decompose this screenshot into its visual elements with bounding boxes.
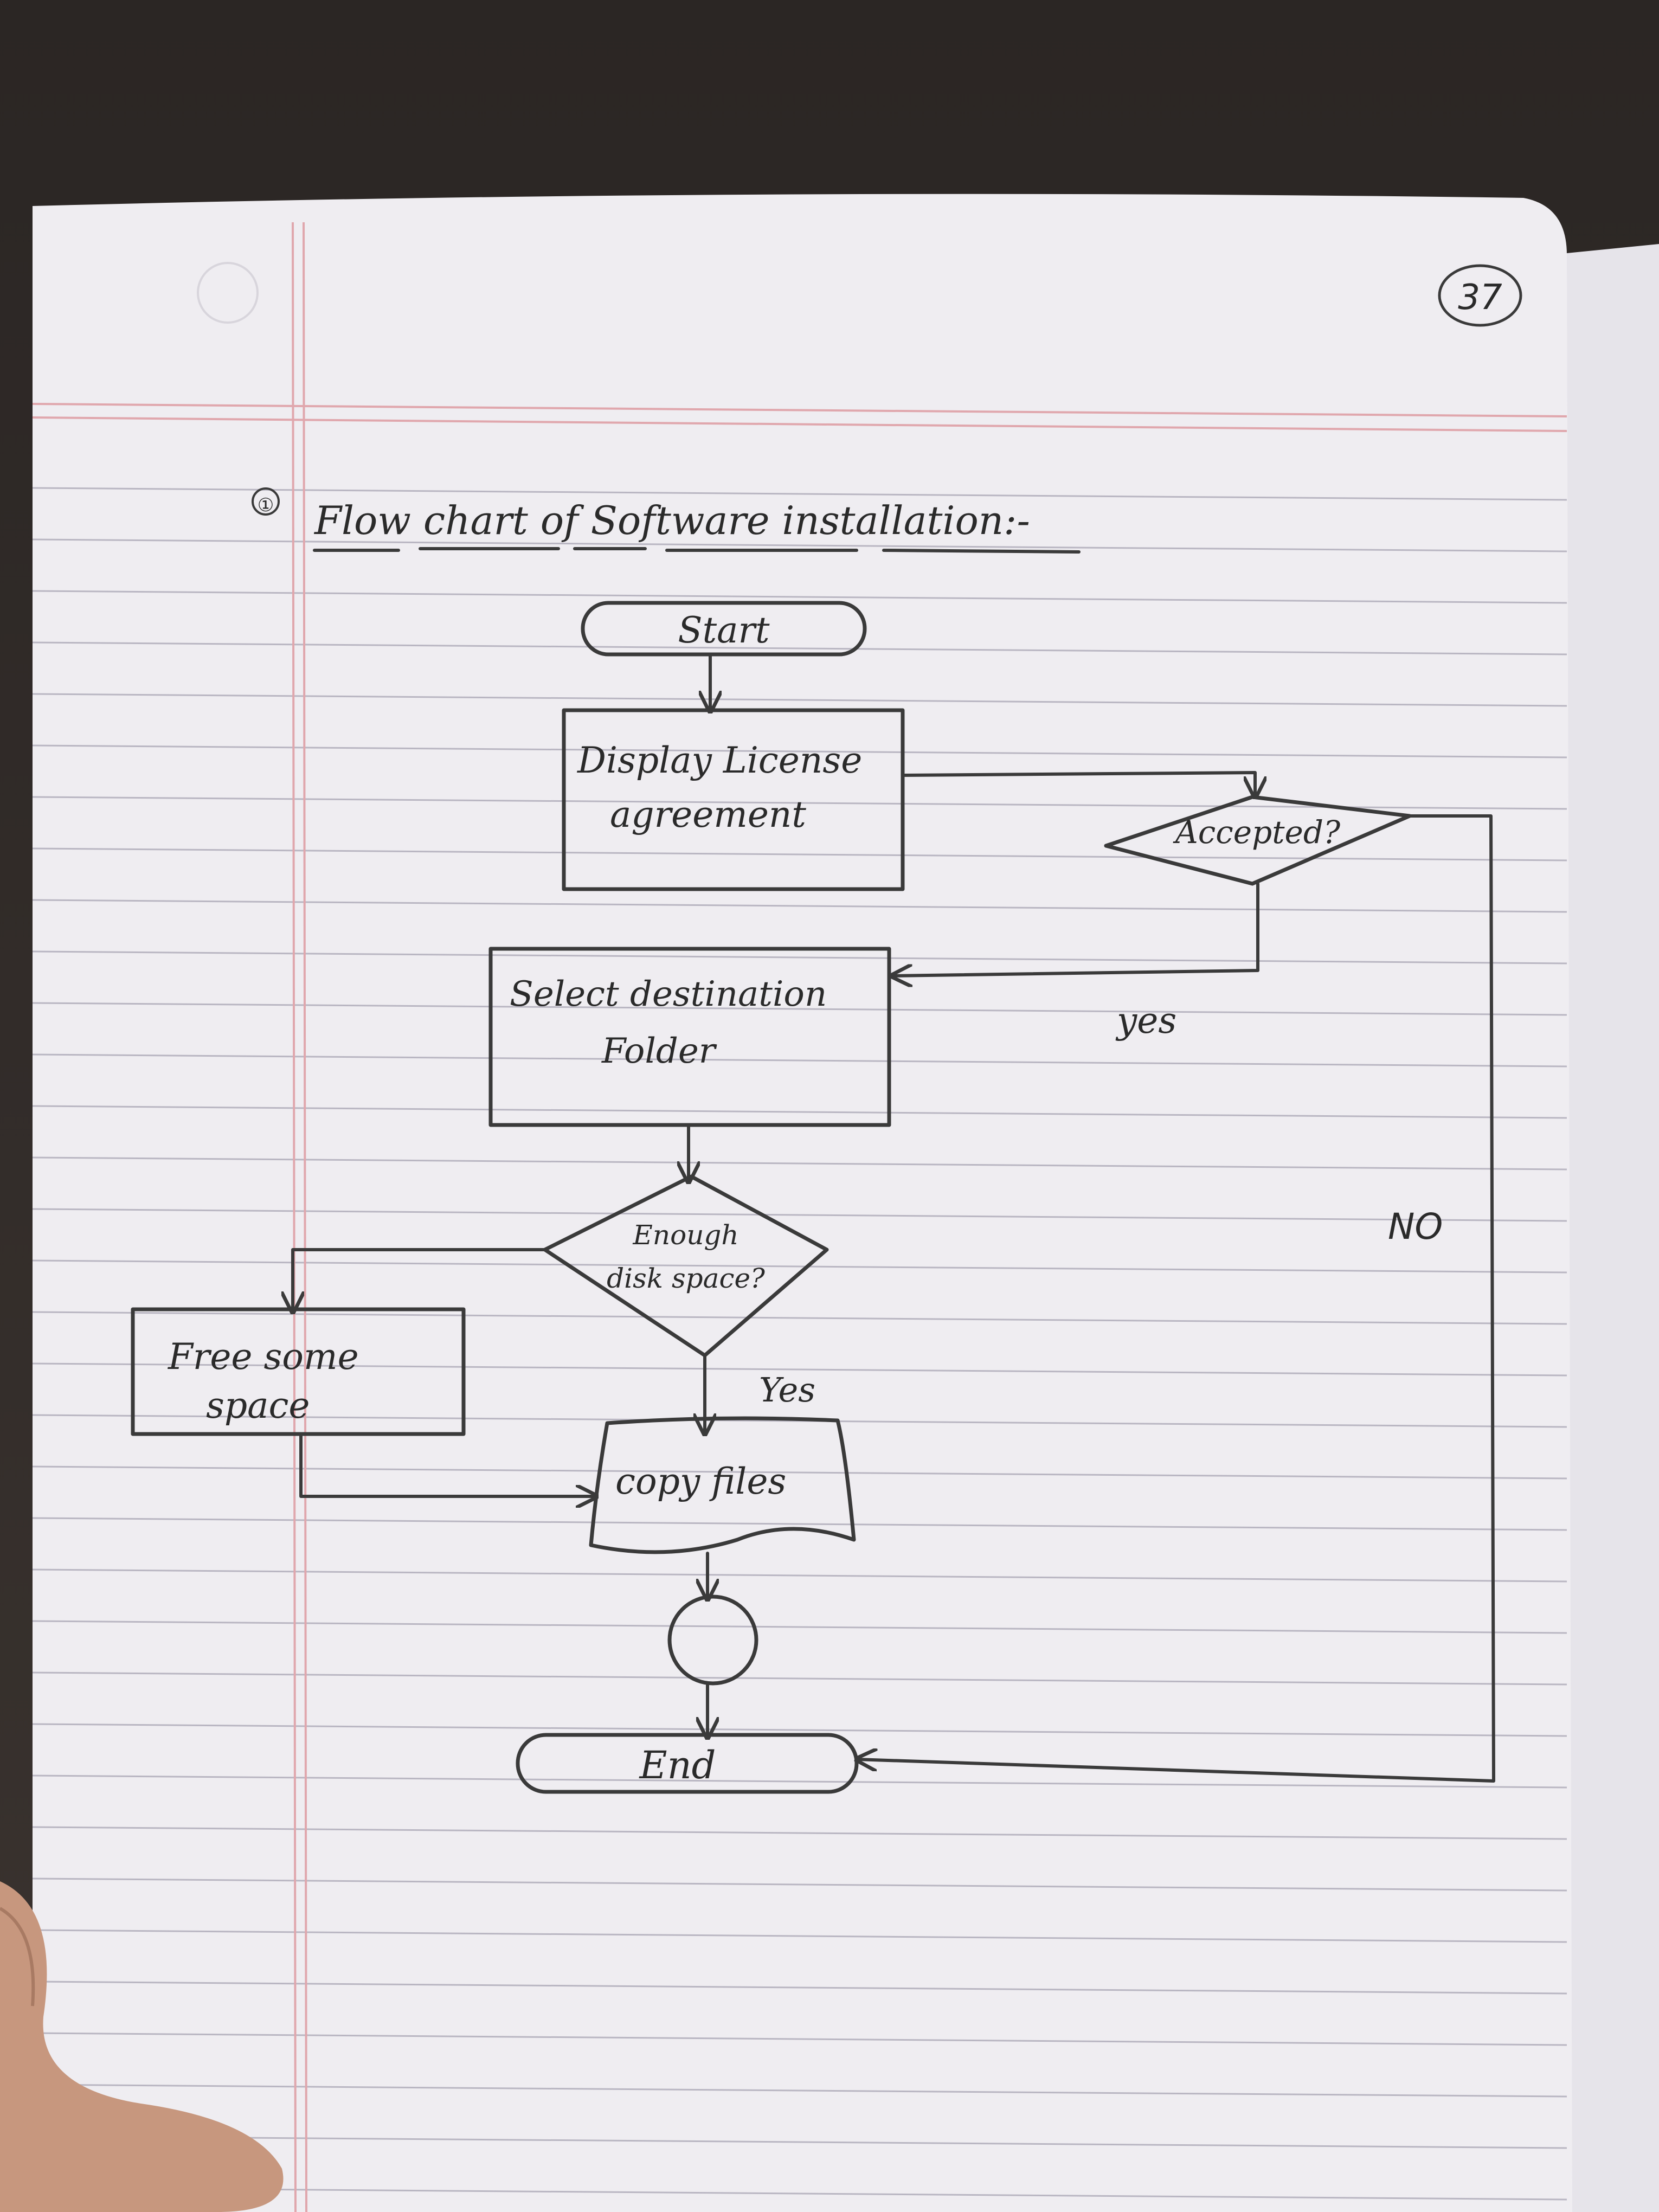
ruled-line [32, 641, 1567, 655]
select-folder-label-line2: Folder [601, 1031, 717, 1071]
heading-index-circle [252, 487, 280, 516]
arrow-accepted-no [857, 814, 1495, 1783]
notebook-page [33, 194, 1572, 2212]
ruled-line [32, 1002, 1567, 1016]
ruled-line [32, 1671, 1567, 1686]
arrow-free-to-copy [299, 1432, 596, 1496]
ruled-line [32, 1877, 1567, 1892]
select-folder-label-line1: Select destination [510, 974, 827, 1014]
connector-circle [667, 1594, 758, 1686]
ruled-line [32, 1723, 1567, 1737]
edge-label-space-yes: Yes [759, 1370, 815, 1410]
bleed-through-mark [197, 262, 259, 324]
accepted-label: Accepted? [1173, 814, 1341, 851]
ruled-line [32, 2187, 1567, 2201]
page-heading: ① Flow chart of Software installation:- [252, 487, 1081, 554]
ruled-line [32, 2032, 1567, 2046]
heading-underline [313, 547, 1081, 554]
ruled-line [32, 2084, 1567, 2098]
ruled-line [32, 1208, 1567, 1222]
ruled-line [32, 950, 1567, 964]
enough-space-label-line2: disk space? [607, 1263, 766, 1294]
header-line-top [32, 403, 1567, 417]
page-number: 37 [1438, 264, 1522, 327]
ruled-line [32, 899, 1567, 913]
free-space-label-line1: Free some [168, 1336, 359, 1378]
ruled-line [32, 538, 1567, 552]
select-folder-box [488, 947, 891, 1127]
flowchart: Start Display License agreement Accepted… [131, 601, 1495, 1794]
thumb-crease [0, 1907, 35, 2007]
end-terminator [516, 1733, 859, 1794]
ruled-line [32, 1826, 1567, 1840]
ruled-line [32, 1568, 1567, 1583]
arrow-accepted-yes [892, 882, 1259, 976]
ruled-line [32, 1156, 1567, 1171]
display-license-label-line2: agreement [610, 794, 806, 835]
copy-files-document [589, 1416, 856, 1554]
page-number-text: 37 [1458, 278, 1502, 318]
edge-label-accepted-no: NO [1388, 1206, 1443, 1248]
ruled-line [32, 1105, 1567, 1119]
enough-space-label-line1: Enough [632, 1219, 738, 1251]
ruled-line [32, 1053, 1567, 1068]
arrow-display-to-accepted [901, 771, 1255, 797]
ruled-line [32, 1259, 1567, 1274]
end-label: End [639, 1743, 716, 1787]
ruled-line [32, 1414, 1567, 1428]
adjacent-page [1551, 244, 1659, 2212]
margin-line-left [292, 222, 297, 2212]
margin-line-right [303, 222, 307, 2212]
ruled-line [32, 1517, 1567, 1531]
ruled-line [32, 1465, 1567, 1480]
display-license-label-line1: Display License [577, 740, 862, 781]
free-space-label-line2: space [206, 1385, 310, 1426]
thumb [0, 1881, 284, 2212]
ruled-line [32, 1774, 1567, 1789]
ruled-line [32, 1980, 1567, 1995]
copy-files-label: copy files [615, 1461, 786, 1502]
heading-index: ① [258, 494, 274, 516]
heading-text: Flow chart of Software installation:- [313, 498, 1030, 543]
edge-label-accepted-yes: yes [1115, 1000, 1176, 1041]
display-license-box [562, 708, 905, 891]
ruled-line [32, 744, 1567, 758]
ruled-line [32, 693, 1567, 707]
ruled-line [32, 1362, 1567, 1377]
page-number-circle [1438, 264, 1522, 327]
enough-space-decision [543, 1174, 829, 1358]
ruled-line [32, 590, 1567, 604]
start-label: Start [678, 609, 770, 651]
free-space-box [131, 1307, 466, 1436]
start-terminator [581, 601, 867, 657]
ruled-line [32, 2135, 1567, 2149]
ruled-line [32, 1620, 1567, 1634]
ruled-line [32, 487, 1567, 501]
header-line-bottom [32, 416, 1567, 432]
arrow-space-no [293, 1248, 546, 1312]
ruled-line [32, 796, 1567, 810]
ruled-line [32, 1929, 1567, 1943]
